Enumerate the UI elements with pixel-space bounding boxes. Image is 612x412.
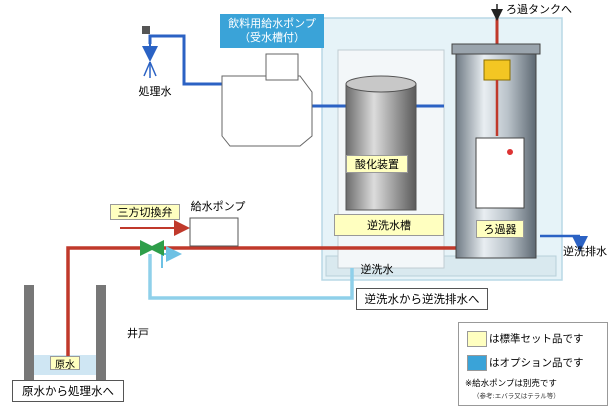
- filter-label: ろ過器: [476, 220, 524, 238]
- raw-water-pipe-up: [66, 246, 148, 370]
- oxidizer-top: [345, 75, 417, 93]
- legend-standard-swatch: [467, 331, 487, 347]
- well-wall-left: [24, 285, 34, 380]
- drink-pump-label-line2: （受水槽付）: [239, 31, 305, 44]
- well-label: 井戸: [127, 327, 149, 340]
- filter-tank-label: ろ過タンクへ: [506, 3, 572, 16]
- legend-option-text: はオプション品です: [489, 356, 584, 369]
- backwash-arrow: [161, 246, 182, 268]
- filter-flange: [451, 43, 541, 55]
- raw-water-label: 原水: [50, 356, 80, 371]
- control-panel: [475, 137, 525, 209]
- oxidizer-tank: [345, 83, 417, 211]
- receiving-tank: [221, 75, 313, 147]
- treated-water-label: 処理水: [138, 85, 172, 98]
- drink-pump-label-line1: 飲料用給水ポンプ: [228, 17, 316, 30]
- backwash-flow-label: 逆洗水から逆洗排水へ: [356, 288, 488, 310]
- legend-note-small: （参考:エバラ又はテラル等）: [473, 392, 560, 400]
- three-way-valve-label: 三方切換弁: [110, 204, 180, 220]
- faucet-icon: [142, 26, 150, 34]
- legend-option-swatch: [467, 355, 487, 371]
- backwash-tank-label: 逆洗水槽: [334, 214, 444, 236]
- filter-control-valve: [483, 59, 511, 81]
- three-way-valve-icon-2: [148, 240, 164, 256]
- legend: は標準セット品です はオプション品です ※給水ポンプは別売です （参考:エバラ又…: [458, 322, 608, 406]
- backwash-water-label: 逆洗水: [360, 263, 394, 276]
- backwash-drain-label: 逆洗排水: [563, 245, 607, 258]
- spray-icon: [143, 61, 157, 78]
- drink-pump-body: [265, 53, 299, 81]
- legend-note: ※給水ポンプは別売です: [465, 379, 557, 389]
- oxidizer-label: 酸化装置: [346, 155, 408, 173]
- well-wall-right: [96, 285, 106, 380]
- legend-standard-text: は標準セット品です: [489, 332, 584, 345]
- drink-pump-label: 飲料用給水ポンプ （受水槽付）: [220, 14, 324, 48]
- feed-pump: [189, 217, 239, 247]
- raw-flow-label: 原水から処理水へ: [12, 380, 124, 402]
- feed-pump-label: 給水ポンプ: [190, 200, 246, 213]
- backwash-pipe: [148, 254, 354, 300]
- indicator-lamp-icon: [507, 149, 513, 155]
